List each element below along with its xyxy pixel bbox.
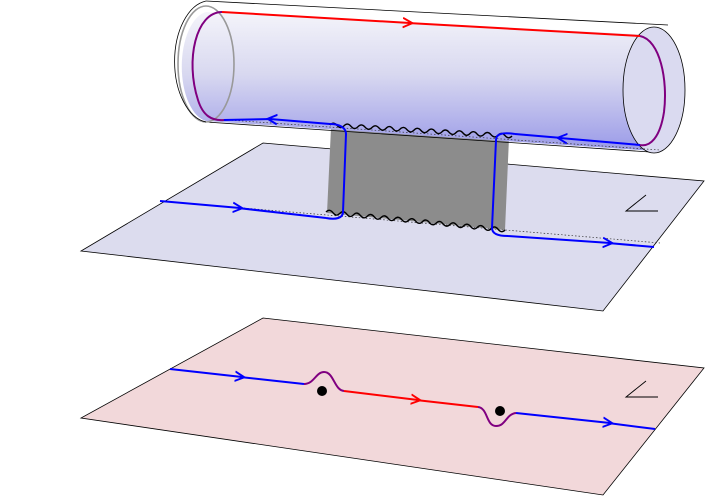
upper-plane-blue-right [507, 235, 610, 243]
tube [174, 0, 686, 154]
tube-bottom-outline [205, 121, 651, 153]
upper-plane-blue-left [159, 200, 240, 208]
tube-top-outline [205, 0, 669, 26]
lower-plane-blue-right-rest [607, 422, 656, 430]
lower-plane-blue-left [169, 368, 242, 377]
lower-plane-red-line-rest [415, 399, 479, 408]
ribbon-top-wave [329, 122, 513, 139]
tube-red-line-rest [407, 22, 641, 37]
ribbon-strip [327, 128, 509, 230]
lower-plane-point-right [495, 406, 505, 416]
lower-plane-purple-bump-right [477, 406, 517, 428]
lower-plane-blue-right [515, 412, 610, 423]
tube-right-purple-loop [639, 35, 666, 147]
tube-blue-line-left-rest [223, 118, 273, 121]
tube-blue-line-left [270, 119, 331, 124]
tube-left-purple-loop [191, 11, 225, 122]
tube-dotted-seam [227, 119, 661, 151]
tube-blue-line-right-rest [514, 133, 563, 139]
upper-plane-angle-mark [624, 194, 658, 212]
upper-plane [79, 142, 705, 312]
lower-plane-purple-bump-left [303, 370, 345, 392]
tube-red-line [221, 11, 410, 23]
ribbon-right-blue-leg [490, 132, 516, 237]
lower-plane-angle-mark [624, 380, 658, 398]
tube-body [181, 12, 682, 151]
tube-right-end [622, 26, 686, 154]
upper-plane-blue-right-rest [607, 242, 655, 248]
lower-plane-red-line [343, 390, 418, 400]
ribbon-left-blue-leg [325, 123, 348, 220]
lower-plane-point-left [317, 386, 327, 396]
lower-plane [79, 317, 705, 496]
lower-plane-blue-left-rest [239, 376, 305, 385]
tube-blue-line-right [560, 138, 641, 146]
ribbon-bottom-wave [325, 209, 506, 233]
tube-left-outer [174, 0, 207, 123]
upper-plane-blue-left-rest [237, 207, 327, 219]
